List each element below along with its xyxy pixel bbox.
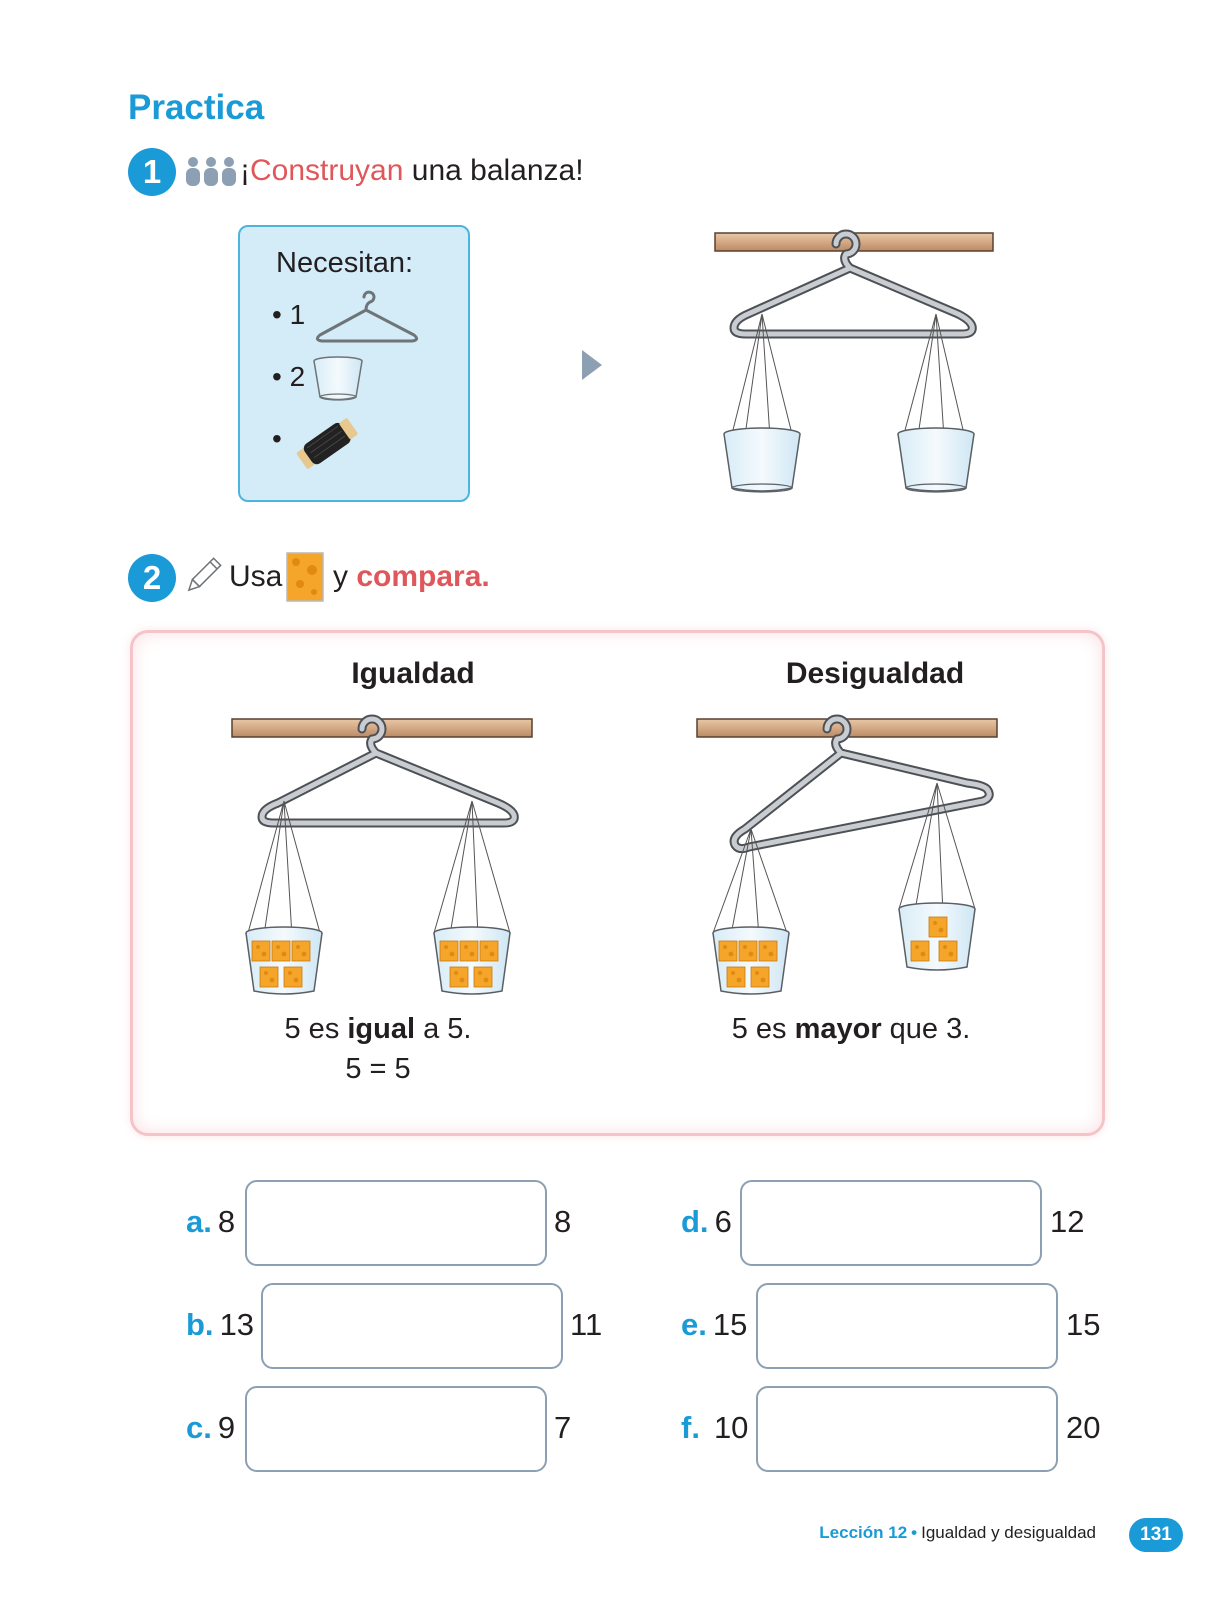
inequality-title: Desigualdad [785,657,965,690]
thread-spool-icon [296,418,358,469]
inequality-sentence: 5 es mayor que 3. [731,1013,971,1045]
activity-2-instruction: y compara. [333,560,490,593]
exercise-c-right: 7 [554,1410,572,1445]
exercise-e-right: 15 [1066,1307,1101,1342]
footer-lesson: Lección 12 • Igualdad y desigualdad [819,1523,1096,1542]
activity-2-use-label: Usa [229,560,283,593]
activity-2-number: 2 [128,554,176,602]
balance-illustration [714,229,994,493]
answer-box-f[interactable] [756,1386,1058,1472]
pencil-icon [187,557,222,592]
inequality-balance [696,714,998,995]
exercise-d: d.6 [681,1204,732,1239]
materials-box: Necesitan: • 1 • 2 • [238,225,470,502]
exercise-c: c.9 [186,1410,236,1445]
left-cup-icon [712,926,790,995]
exercise-b-right: 11 [570,1307,603,1342]
left-cup-icon [245,926,323,995]
material-item: • 2 [272,361,306,392]
page-number: 131 [1129,1518,1183,1552]
answer-box-a[interactable] [245,1180,547,1266]
materials-title: Necesitan: [276,247,414,279]
answer-box-e[interactable] [756,1283,1058,1369]
exercise-f-right: 20 [1066,1410,1101,1445]
right-cup-icon [898,902,976,971]
compare-box: Igualdad Desigualdad [130,630,1105,1136]
material-item: • [272,423,282,454]
exercise-e: e.15 [681,1307,748,1342]
material-item: • 1 [272,299,306,330]
cup-icon [897,427,975,493]
exercise-a: a.8 [186,1204,236,1239]
activity-1-instruction: ¡Construyan una balanza! [240,154,584,187]
page-title: Practica [128,88,265,127]
right-cup-icon [433,926,511,995]
group-work-icon [186,157,236,186]
cup-icon [313,356,363,401]
answer-box-b[interactable] [261,1283,563,1369]
activity-1-number: 1 [128,148,176,196]
equality-equation: 5 = 5 [345,1053,411,1085]
arrow-right-icon [582,350,602,380]
hanger-icon [315,290,419,343]
exercise-d-right: 12 [1050,1204,1085,1239]
answer-box-c[interactable] [245,1386,547,1472]
equality-balance [231,714,533,995]
exercise-f: f.10 [681,1410,749,1445]
exercise-a-right: 8 [554,1204,572,1239]
exercise-b: b.13 [186,1307,255,1342]
answer-box-d[interactable] [740,1180,1042,1266]
equality-title: Igualdad [351,657,475,690]
equality-sentence: 5 es igual a 5. [284,1013,472,1045]
cup-icon [723,427,801,493]
cube-icon [286,552,324,602]
